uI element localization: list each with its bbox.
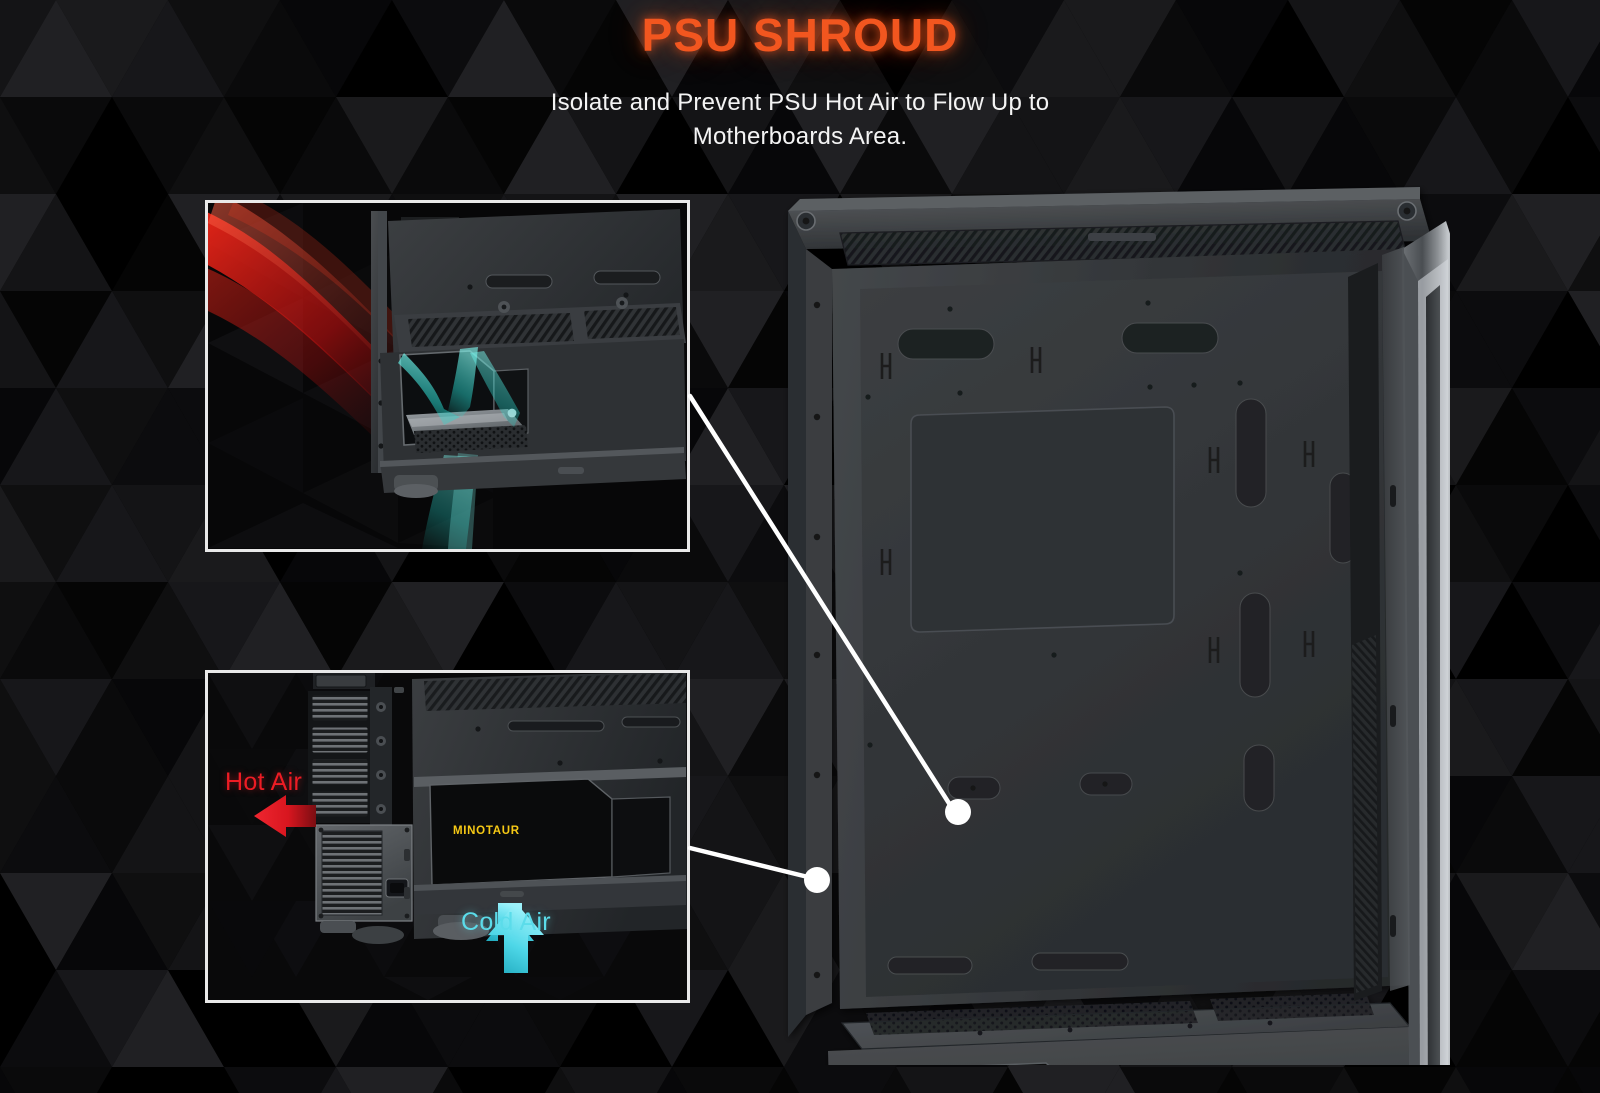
page-title: PSU SHROUD bbox=[641, 9, 959, 61]
psu-airflow-illustration bbox=[208, 673, 687, 1000]
subtitle-line-2: Motherboards Area. bbox=[692, 123, 908, 151]
cold-air-label: Cold Air bbox=[461, 908, 551, 936]
inset-panel-psu-bay bbox=[205, 200, 690, 552]
inset-panel-airflow: MINOTAUR Hot Air Cold Air bbox=[205, 670, 690, 1003]
hot-air-label: Hot Air bbox=[225, 768, 303, 796]
psu-bay-cutaway-illustration bbox=[208, 203, 687, 549]
main-case-image bbox=[770, 185, 1460, 1093]
subtitle-line-1: Isolate and Prevent PSU Hot Air to Flow … bbox=[550, 89, 1050, 116]
pc-case-illustration bbox=[788, 187, 1460, 1093]
page-subtitle: Isolate and Prevent PSU Hot Air to Flow … bbox=[0, 86, 1600, 154]
psu-brand-label: MINOTAUR bbox=[453, 825, 520, 837]
header: PSU SHROUD Isolate and Prevent PSU Hot A… bbox=[0, 0, 1600, 154]
